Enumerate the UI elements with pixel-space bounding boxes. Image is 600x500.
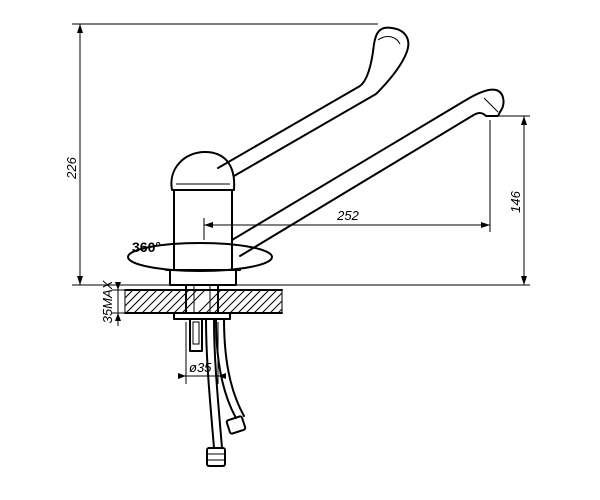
hatch-line: [229, 289, 254, 314]
hatch-line: [261, 292, 283, 314]
mounting-assembly: [173, 284, 231, 352]
hatch-line: [269, 300, 283, 314]
flexible-hoses: [205, 318, 247, 467]
hatch-line: [141, 289, 166, 314]
dimension-226-label: 226: [64, 156, 79, 179]
dimension-35max: 35MAX: [100, 279, 125, 326]
hatch-line: [124, 289, 142, 307]
dimension-226: 226: [64, 23, 378, 285]
dimension-146-label: 146: [508, 190, 523, 212]
counter-hatching: [124, 289, 283, 314]
rotation-label: 360°: [132, 239, 161, 255]
hatch-line: [221, 289, 246, 314]
dimension-diameter-label: ø35: [189, 360, 212, 375]
spout: [231, 88, 505, 257]
hatch-line: [157, 289, 182, 314]
dimension-252-label: 252: [336, 208, 359, 223]
dimension-diameter: ø35: [178, 322, 226, 384]
hatch-line: [133, 289, 158, 314]
faucet-body: [165, 151, 241, 286]
lever-handle: [217, 26, 410, 177]
hatch-line: [237, 289, 262, 314]
hatch-line: [253, 289, 278, 314]
dimension-35max-label: 35MAX: [100, 279, 115, 323]
dimension-252: 252: [203, 120, 491, 240]
hatch-line: [149, 289, 174, 314]
hatch-line: [277, 308, 283, 314]
countertop: [124, 289, 283, 314]
hatch-line: [245, 289, 270, 314]
rotation-ellipse: [127, 242, 273, 272]
hatch-line: [124, 289, 134, 299]
dimension-146: 146: [492, 115, 530, 285]
hatch-line: [125, 289, 150, 314]
